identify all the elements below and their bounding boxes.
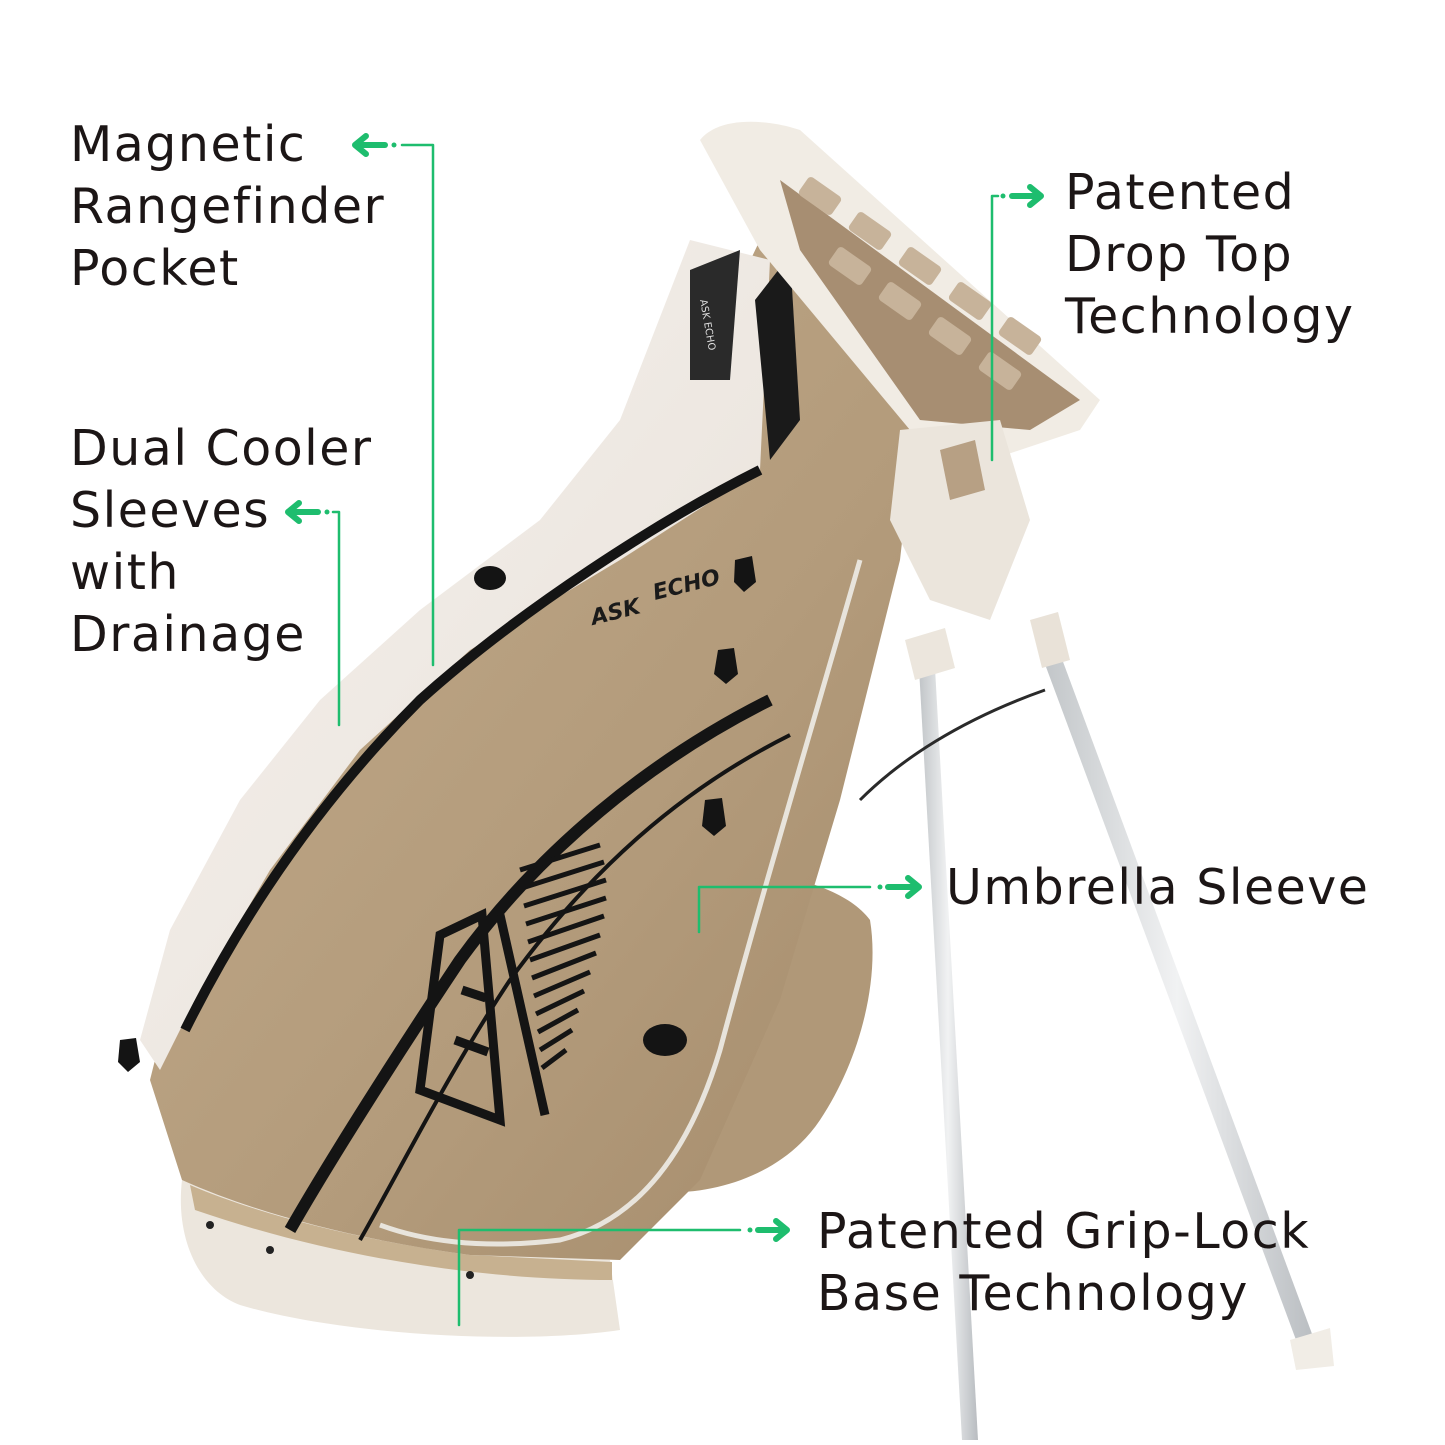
zipper-pulls xyxy=(118,556,756,1072)
callout-line-umbrella xyxy=(697,875,922,934)
callout-rangefinder: Magnetic Rangefinder Pocket xyxy=(70,114,385,300)
brand-logo-mark xyxy=(415,908,550,1127)
callout-text: Sleeves xyxy=(70,482,271,539)
stand-legs xyxy=(858,612,1334,1440)
callout-line-rangefinder xyxy=(352,133,435,667)
callout-drop-top: Patented Drop Top Technology xyxy=(1065,162,1354,348)
callout-text: Base Technology xyxy=(817,1265,1249,1322)
callout-text: with xyxy=(70,544,180,601)
bag-body: ASK ECHO ASK ECHO xyxy=(118,240,920,1260)
callout-text: Pocket xyxy=(70,240,240,297)
callout-text: Technology xyxy=(1065,288,1355,345)
callout-text: Drop Top xyxy=(1065,226,1294,283)
callout-line-grip-lock xyxy=(457,1218,790,1327)
stripe-pattern xyxy=(519,842,607,1070)
callout-grip-lock: Patented Grip-Lock Base Technology xyxy=(817,1201,1310,1325)
callout-umbrella: Umbrella Sleeve xyxy=(946,857,1369,919)
drop-top-cuff xyxy=(700,121,1100,620)
callout-text: Umbrella Sleeve xyxy=(946,859,1370,916)
glove-strap xyxy=(755,255,800,460)
callout-text: Patented Grip-Lock xyxy=(817,1203,1311,1260)
callout-text: Drainage xyxy=(70,606,306,663)
callout-line-cooler xyxy=(285,500,341,727)
callout-cooler: Dual Cooler Sleeves with Drainage xyxy=(70,418,373,666)
callout-text: Dual Cooler xyxy=(70,420,373,477)
callout-text: Patented xyxy=(1065,164,1296,221)
callout-text: Rangefinder xyxy=(70,178,386,235)
callout-text: Magnetic xyxy=(70,116,307,173)
callout-line-drop-top xyxy=(990,184,1044,462)
